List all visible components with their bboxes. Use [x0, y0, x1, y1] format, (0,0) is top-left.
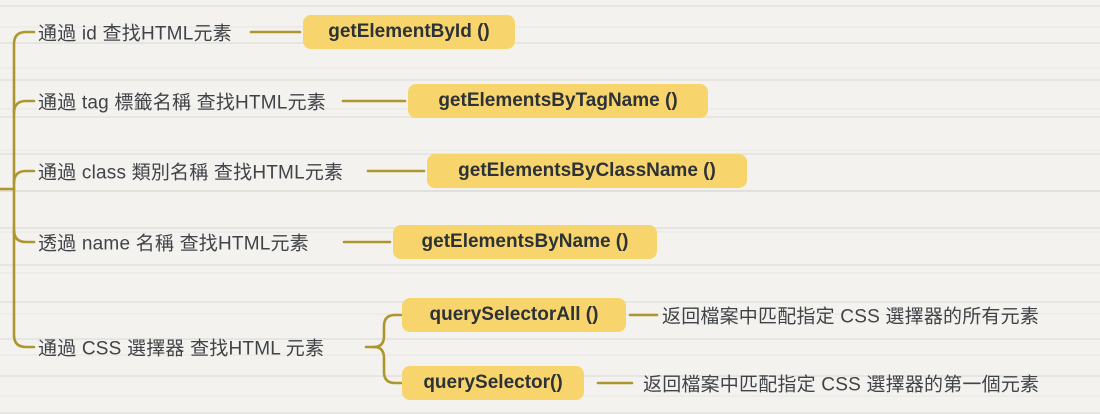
method-node-getelementsbyname: getElementsByName ()	[393, 225, 657, 259]
method-node-getelementsbytagname: getElementsByTagName ()	[408, 84, 708, 118]
method-node-queryselectorall: querySelectorAll ()	[402, 298, 626, 332]
branch-label-id: 通過 id 查找HTML元素	[38, 23, 232, 45]
method-node-queryselector: querySelector()	[402, 366, 584, 400]
method-node-getelementsbyclassname: getElementsByClassName ()	[427, 154, 747, 188]
branch-label-name: 透過 name 名稱 查找HTML元素	[38, 233, 309, 255]
description-queryselectorall: 返回檔案中匹配指定 CSS 選擇器的所有元素	[662, 306, 1040, 328]
method-node-getelementbyid: getElementById ()	[303, 15, 515, 49]
branch-label-class: 通過 class 類別名稱 查找HTML元素	[38, 162, 344, 184]
description-queryselector: 返回檔案中匹配指定 CSS 選擇器的第一個元素	[643, 374, 1040, 396]
branch-label-css-selector: 通過 CSS 選擇器 查找HTML 元素	[38, 338, 325, 360]
branch-label-tag: 通過 tag 標籤名稱 查找HTML元素	[38, 92, 326, 114]
